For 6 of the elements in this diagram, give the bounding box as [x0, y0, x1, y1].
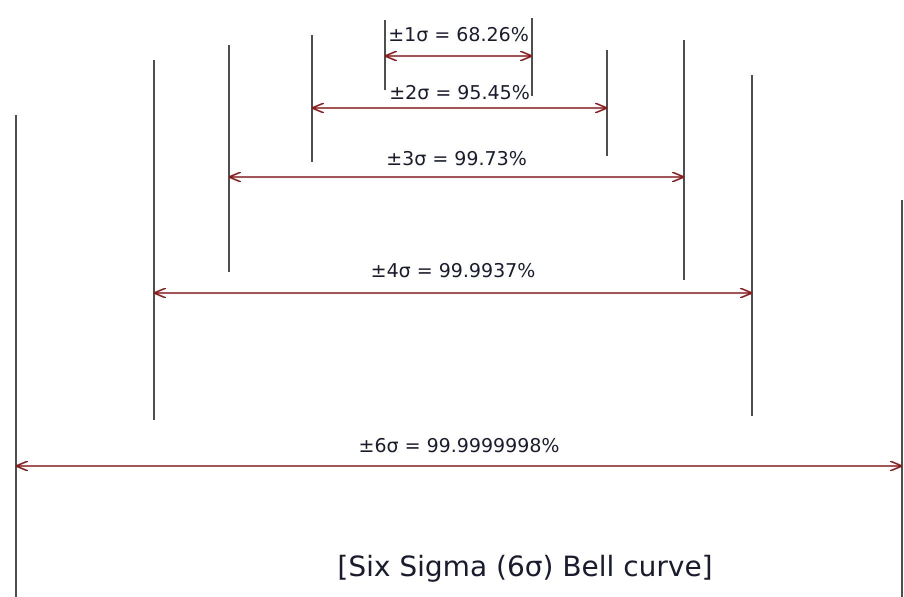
percentage-label: ±4σ = 99.9937%: [370, 260, 536, 282]
percentage-label: ±2σ = 95.45%: [389, 82, 530, 104]
percentage-label: ±3σ = 99.73%: [386, 148, 527, 170]
percentage-label: ±6σ = 99.9999998%: [358, 435, 560, 457]
percentage-label: ±1σ = 68.26%: [388, 24, 529, 46]
caption: [Six Sigma (6σ) Bell curve]: [337, 550, 713, 583]
